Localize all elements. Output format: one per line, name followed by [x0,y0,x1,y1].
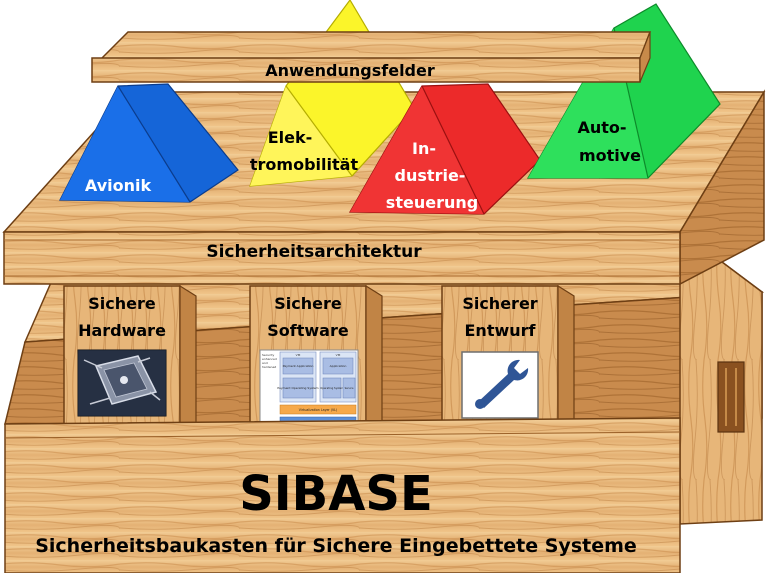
box-handle [717,361,745,433]
prism-avionik [59,83,239,203]
pillar-software-label-line1: Sichere [274,294,342,313]
wrench-icon [461,351,539,419]
field-industriesteuerung-line2: dustrie- [395,166,466,185]
stack-side-note-4: hardened [262,365,276,369]
box-subtitle: Sicherheitsbaukasten für Sichere Eingebe… [35,535,637,557]
top-beam [91,31,652,83]
field-automotive-line2: motive [579,146,641,165]
stack-virtualization: Virtualization Layer (VL) [299,408,337,412]
stack-side-note-2: enhanced [262,357,277,361]
field-avionik-label: Avionik [85,176,152,195]
stack-box-payment-app: Payment Application [283,364,314,368]
stack-box-payment-os: Payment Operating System [277,386,318,390]
stack-vm-title-1: VM [296,353,301,357]
stack-side-note-1: Security [262,353,275,357]
pillar-design-label-line2: Entwurf [465,321,537,340]
stack-vm-title-2: VM [336,353,341,357]
box-right-wall [679,261,763,525]
pillar-hardware-label-line1: Sichere [88,294,156,313]
field-automotive-line1: Auto- [577,118,626,137]
field-industriesteuerung-line3: steuerung [386,193,478,212]
middle-beam-label: Sicherheitsarchitektur [206,242,422,262]
pillar-design-label-line1: Sicherer [462,294,537,313]
stack-box-app: Application [330,364,347,368]
stack-box-os: Operating System [320,386,344,390]
top-beam-label: Anwendungsfelder [265,61,435,80]
field-elektromobilitaet-line2: tromobilität [250,155,359,174]
software-stack-diagram: Security enhanced and hardened VM VM Pay… [259,349,359,431]
prism-industriesteuerung [348,83,541,215]
stack-side-note-3: and [262,361,268,365]
chip-photo [77,349,167,417]
field-elektromobilitaet-line1: Elek- [268,128,313,147]
stack-box-service: Service [345,387,354,390]
field-industriesteuerung-line1: In- [412,139,436,158]
box-title: SIBASE [239,466,433,522]
pillar-software-label-line2: Software [267,321,349,340]
box-front-wall [4,417,681,573]
pillar-hardware-label-line2: Hardware [78,321,166,340]
